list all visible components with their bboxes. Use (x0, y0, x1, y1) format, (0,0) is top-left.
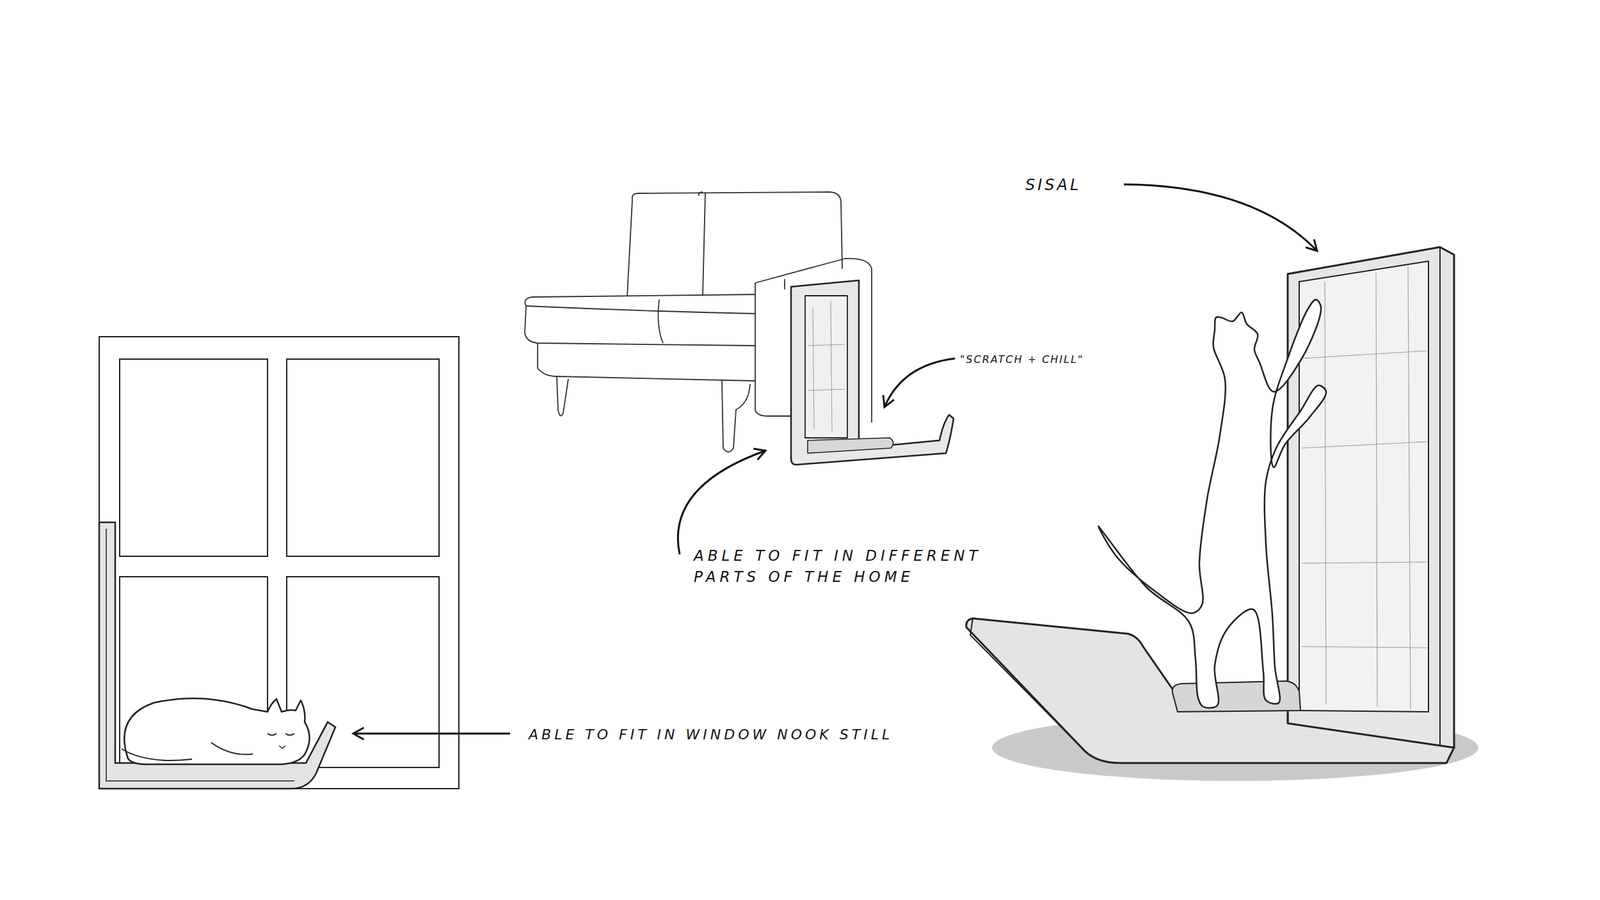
annotation-label: SISAL (1025, 174, 1081, 197)
leader-arrows (353, 184, 1318, 734)
annotation-label: "SCRATCH + CHILL" (960, 352, 1084, 367)
standing-cat (1098, 299, 1327, 708)
annotation-label: ABLE TO FIT IN DIFFERENT PARTS OF THE HO… (693, 545, 1040, 589)
couch-sketch (524, 192, 872, 452)
annotation-label: ABLE TO FIT IN WINDOW NOOK STILL (528, 724, 893, 745)
large-scratcher (966, 247, 1455, 763)
window-sketch (99, 336, 459, 789)
window-scratcher (99, 522, 336, 789)
sleeping-cat (121, 698, 310, 765)
couch-scratcher (791, 280, 954, 465)
